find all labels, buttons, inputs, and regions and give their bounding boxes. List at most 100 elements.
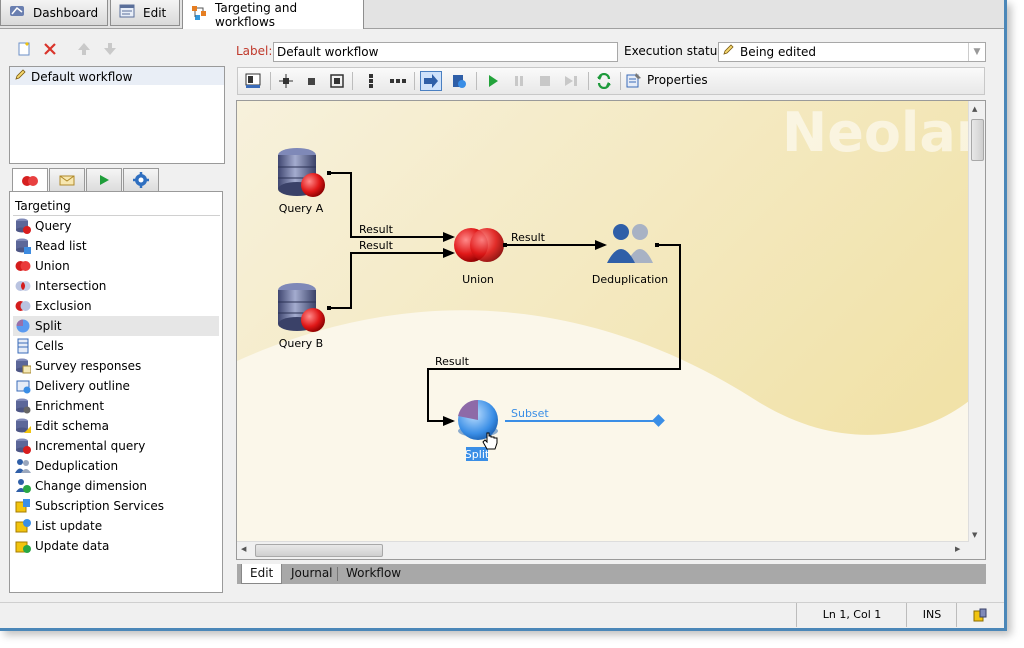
edge-query-b-union[interactable]	[329, 248, 455, 309]
workflow-diagram: Neolan Result Result Result Result Subse…	[237, 101, 969, 543]
play-icon	[100, 175, 109, 185]
properties-button[interactable]: Properties	[626, 72, 708, 88]
node-query-a[interactable]: Query A	[278, 148, 331, 215]
edge-dedup-split[interactable]	[427, 244, 681, 426]
tab-edit[interactable]: Edit	[110, 0, 180, 26]
horizontal-layout-button[interactable]	[387, 71, 409, 91]
gear-icon	[133, 172, 149, 188]
edit-mode-button[interactable]	[420, 71, 442, 91]
vertical-scroll-thumb[interactable]	[971, 119, 984, 161]
workflow-list-item-content: Default workflow	[14, 69, 132, 84]
envelope-icon	[59, 175, 75, 186]
activity-survey-responses[interactable]: Survey responses	[13, 356, 219, 376]
unconditional-stop-button[interactable]	[560, 71, 582, 91]
vertical-layout-button[interactable]	[360, 71, 382, 91]
node-union[interactable]: Union	[454, 228, 507, 286]
activity-list-update[interactable]: List update	[13, 516, 219, 536]
activity-label: Split	[35, 319, 62, 333]
read-list-icon	[15, 238, 31, 254]
scroll-up-icon[interactable]: ▲	[972, 105, 978, 113]
activity-query[interactable]: Query	[13, 216, 219, 236]
workflow-canvas[interactable]: Neolan Result Result Result Result Subse…	[236, 100, 986, 560]
activity-list: Query Read list Union Intersection Exclu…	[13, 216, 219, 556]
scroll-right-icon[interactable]: ▶	[955, 545, 961, 553]
tab-edit-view[interactable]: Edit	[241, 564, 283, 584]
activity-label: Cells	[35, 339, 64, 353]
label-input-value: Default workflow	[277, 45, 379, 59]
tab-flow-control[interactable]	[49, 168, 85, 192]
label-caption: Label:	[236, 44, 273, 58]
scroll-down-icon[interactable]: ▼	[972, 531, 978, 539]
connection-status	[956, 603, 1003, 627]
workflow-list-item[interactable]	[10, 67, 224, 85]
stop-icon	[540, 76, 550, 86]
node-query-b[interactable]: Query B	[278, 283, 331, 350]
activity-exclusion[interactable]: Exclusion	[13, 296, 219, 316]
query-icon	[15, 218, 31, 234]
properties-icon	[626, 73, 641, 88]
survey-icon	[15, 358, 31, 374]
play-icon	[489, 75, 498, 87]
activity-union[interactable]: Union	[13, 256, 219, 276]
edge-query-a-union[interactable]	[329, 172, 455, 242]
update-data-icon	[15, 538, 31, 554]
delete-workflow-button[interactable]	[40, 39, 60, 59]
start-button[interactable]	[482, 71, 504, 91]
tab-dashboard[interactable]: Dashboard	[0, 0, 108, 26]
label-input[interactable]: Default workflow	[273, 42, 618, 62]
node-split[interactable]: Split	[458, 399, 498, 461]
list-update-icon	[15, 518, 31, 534]
tab-actions[interactable]	[86, 168, 122, 192]
refresh-button[interactable]	[593, 71, 615, 91]
execution-status-field[interactable]: Being edited ▼	[718, 42, 986, 62]
activity-read-list[interactable]: Read list	[13, 236, 219, 256]
layout-button[interactable]	[242, 71, 264, 91]
activity-delivery-outline[interactable]: Delivery outline	[13, 376, 219, 396]
activity-enrichment[interactable]: Enrichment	[13, 396, 219, 416]
align-button[interactable]	[275, 71, 297, 91]
activity-edit-schema[interactable]: Edit schema	[13, 416, 219, 436]
tab-journal[interactable]: Journal	[291, 566, 333, 580]
tab-workflow[interactable]: Workflow	[346, 566, 402, 580]
pause-button[interactable]	[508, 71, 530, 91]
fit-to-window-button[interactable]	[326, 71, 348, 91]
activity-incremental-query[interactable]: Incremental query	[13, 436, 219, 456]
square-icon	[308, 78, 315, 85]
union-icon	[22, 176, 38, 186]
debug-button[interactable]	[448, 71, 470, 91]
horizontal-scroll-thumb[interactable]	[255, 544, 383, 557]
node-label: Split	[465, 448, 490, 461]
activity-deduplication[interactable]: Deduplication	[13, 456, 219, 476]
new-workflow-button[interactable]	[14, 39, 34, 59]
pencil-icon	[14, 69, 26, 84]
node-label: Union	[462, 273, 494, 286]
hand-cursor-icon	[482, 432, 498, 450]
node-deduplication[interactable]: Deduplication	[592, 224, 668, 286]
tab-settings[interactable]	[123, 168, 159, 192]
vertical-layout-icon	[369, 74, 373, 88]
tab-targeting-activities[interactable]	[12, 168, 48, 193]
edge-label: Result	[359, 223, 394, 236]
tab-targeting-workflows[interactable]: Targeting and workflows	[182, 0, 364, 29]
activity-change-dimension[interactable]: Change dimension	[13, 476, 219, 496]
scroll-left-icon[interactable]: ◀	[241, 545, 247, 553]
activity-split[interactable]: Split	[13, 316, 219, 336]
vertical-scrollbar[interactable]: ▲ ▼	[968, 101, 985, 543]
activity-cells[interactable]: Cells	[13, 336, 219, 356]
chevron-down-icon[interactable]: ▼	[968, 43, 985, 61]
workflow-name: Default workflow	[31, 69, 133, 84]
new-icon	[18, 42, 30, 56]
move-down-button[interactable]	[100, 39, 120, 59]
activity-subscription-services[interactable]: Subscription Services	[13, 496, 219, 516]
arrow-right-icon	[424, 74, 438, 88]
edge-label: Result	[359, 239, 394, 252]
activity-intersection[interactable]: Intersection	[13, 276, 219, 296]
fit-icon	[330, 74, 344, 88]
refresh-icon	[597, 73, 611, 89]
actual-size-button[interactable]	[300, 71, 322, 91]
tab-targeting-label: Targeting and workflows	[215, 0, 298, 29]
horizontal-scrollbar[interactable]: ◀ ▶	[237, 541, 969, 559]
move-up-button[interactable]	[74, 39, 94, 59]
stop-button[interactable]	[534, 71, 556, 91]
activity-update-data[interactable]: Update data	[13, 536, 219, 556]
